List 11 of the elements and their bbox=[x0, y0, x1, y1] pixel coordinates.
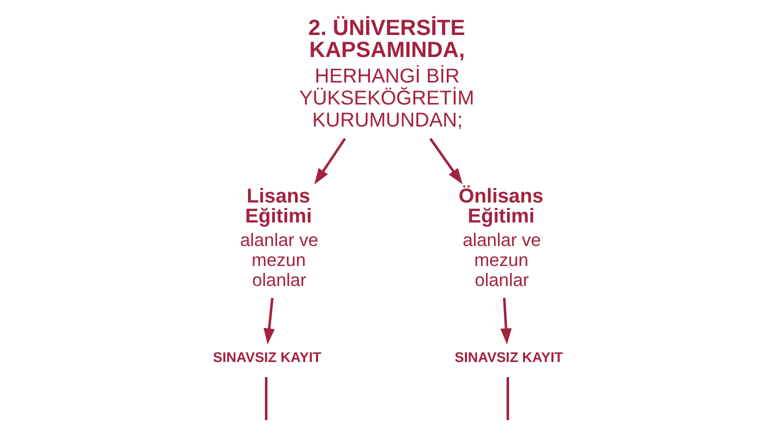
connector bbox=[506, 377, 510, 420]
node-text: SINAVSIZ KAYIT bbox=[213, 349, 322, 366]
node-text: Lisans Eğitimi alanlar ve mezun olanlar bbox=[240, 186, 318, 290]
arrow bbox=[314, 138, 346, 184]
node-text: SINAVSIZ KAYIT bbox=[454, 349, 563, 366]
node-text: Önlisans Eğitimi alanlar ve mezun olanlar bbox=[458, 186, 544, 290]
arrow bbox=[500, 298, 512, 345]
arrow bbox=[429, 138, 463, 184]
connector bbox=[264, 377, 268, 420]
node-text: 2. ÜNİVERSİTE KAPSAMINDA, HERHANGİ BİR YÜKSEKÖĞRETİM KURUMUNDAN; bbox=[299, 14, 474, 132]
arrow bbox=[264, 298, 275, 344]
